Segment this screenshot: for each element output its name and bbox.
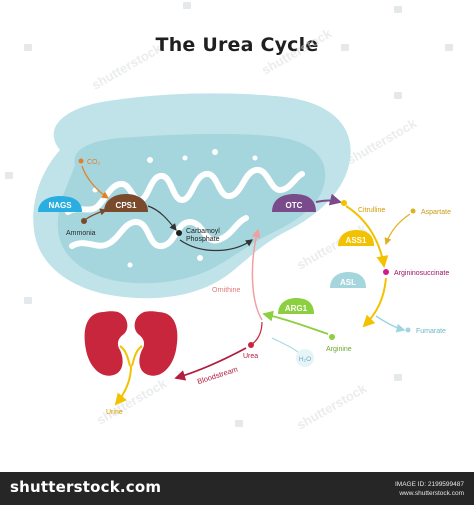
aspartate-arrow <box>384 213 411 246</box>
urea-cycle-diagram: The Urea Cycle shutterstock shutterstock… <box>5 2 453 433</box>
ass1-enzyme <box>338 230 374 246</box>
ureter-left <box>119 345 131 367</box>
co2-label: CO₂ <box>87 159 101 166</box>
citrulline-dot <box>341 200 347 206</box>
otc-enzyme <box>272 194 316 212</box>
ureter-right <box>131 345 143 367</box>
watermark-text: shutterstock <box>94 375 170 427</box>
arg1-label: ARG1 <box>285 304 308 313</box>
ornithine-label: Ornithine <box>212 287 241 294</box>
fumarate-arrow <box>375 315 406 333</box>
bloodstream-arrow <box>174 347 247 381</box>
argininosuccinate-arrow <box>362 277 387 328</box>
watermark-text: shutterstock <box>259 25 335 77</box>
diagram-canvas: shutterstock shutterstock shutterstock s… <box>5 2 453 433</box>
asl-label: ASL <box>340 278 356 287</box>
watermark-text: shutterstock <box>89 40 165 92</box>
watermark-text: shutterstock <box>344 115 420 167</box>
carbamoyl-phosphate-dot <box>176 230 182 236</box>
otc-arrow <box>315 193 342 206</box>
asl-enzyme <box>330 272 366 288</box>
urea-branch <box>251 321 263 345</box>
kidney-right <box>134 311 178 376</box>
argininosuccinate-dot <box>383 269 389 275</box>
image-id: IMAGE ID: 2199599487 <box>394 481 464 488</box>
argininosuccinate-label: Argininosuccinate <box>394 270 449 277</box>
citrulline-arrow <box>345 205 389 268</box>
arg1-enzyme <box>278 298 314 314</box>
cps1-label: CPS1 <box>116 201 137 210</box>
urine-label: Urine <box>106 409 123 416</box>
diagram-title: The Urea Cycle <box>155 34 319 56</box>
carbamoyl-to-otc-arrow <box>179 239 253 251</box>
aspartate-label: Aspartate <box>421 209 451 216</box>
h2o-arrow <box>271 337 299 353</box>
co2-dot <box>78 158 84 164</box>
footer-bar: shutterstock.com IMAGE ID: 2199599487 ww… <box>0 472 474 505</box>
fumarate-label: Fumarate <box>416 328 446 335</box>
urine-flow <box>114 365 132 406</box>
carbamoyl-label-2: Phosphate <box>186 236 220 243</box>
urea-label: Urea <box>243 353 258 360</box>
h2o-label: H₂O <box>299 356 311 363</box>
nags-enzyme <box>38 196 82 212</box>
mitochondrial-cristae <box>65 167 305 215</box>
ornithine-arrow <box>251 228 263 321</box>
site-url[interactable]: www.shutterstock.com <box>399 490 464 497</box>
arginine-dot <box>329 334 335 340</box>
urea-dot <box>248 342 254 348</box>
ass1-label: ASS1 <box>346 236 367 245</box>
carbamoyl-label-1: Carbamoyl <box>186 228 220 235</box>
arginine-arrow <box>262 310 329 335</box>
h2o-bubble <box>296 349 314 367</box>
fumarate-dot <box>405 327 411 333</box>
arginine-label: Arginine <box>326 346 352 353</box>
otc-label: OTC <box>286 201 303 210</box>
aspartate-dot <box>410 208 416 214</box>
cps1-enzyme <box>104 194 148 212</box>
image-id-block: IMAGE ID: 2199599487 www.shutterstock.co… <box>395 480 464 498</box>
ammonia-label: Ammonia <box>66 230 96 237</box>
cps1-arrow <box>147 205 177 231</box>
watermark-text: shutterstock <box>294 220 370 272</box>
mitochondrial-cristae <box>69 215 249 249</box>
watermark-marks <box>5 2 453 427</box>
watermark-text: shutterstock <box>294 380 370 432</box>
nags-label: NAGS <box>48 201 72 210</box>
citrulline-label: Citrulline <box>358 207 385 214</box>
brand-logo[interactable]: shutterstock.com <box>10 478 162 496</box>
co2-arrow <box>81 165 109 199</box>
kidney-left <box>84 311 128 376</box>
ammonia-dot <box>81 218 87 224</box>
